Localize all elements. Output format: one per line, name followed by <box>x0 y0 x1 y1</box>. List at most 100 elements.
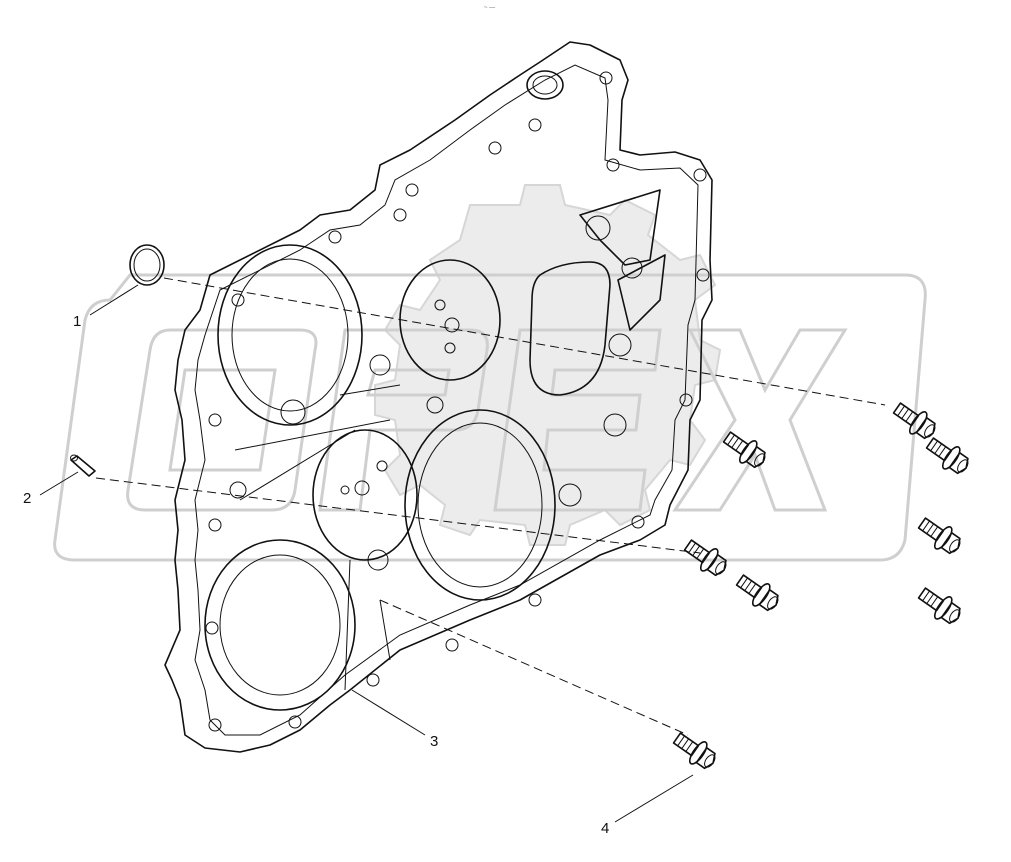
flange-bolt <box>683 539 727 577</box>
rim-hole <box>528 593 542 607</box>
rim-hole <box>631 515 645 529</box>
bolt-head <box>915 417 936 440</box>
hub-upper-hole-2 <box>444 342 456 354</box>
rim-hole <box>445 638 459 652</box>
boss <box>229 481 247 499</box>
bolt-head-face <box>949 539 961 553</box>
rim-hole <box>366 673 380 687</box>
bolt-thread <box>897 405 914 422</box>
bore-center-large-inner <box>417 422 543 588</box>
bolt-head <box>706 554 727 577</box>
filler-boss <box>526 70 564 100</box>
flange-bolt <box>917 587 961 625</box>
boss <box>558 483 582 507</box>
leader-1 <box>89 284 139 316</box>
right-window <box>529 261 611 396</box>
bore-center-large <box>404 409 556 601</box>
dowel-pin <box>70 454 96 477</box>
flange-bolt <box>722 431 766 469</box>
bolt-flange <box>688 741 708 765</box>
bolt-head <box>745 446 766 469</box>
rim-hole <box>208 413 222 427</box>
rim-hole <box>393 208 407 222</box>
flange-bolt <box>735 574 779 612</box>
bolt-head-face <box>949 609 961 623</box>
rim-hole <box>405 183 419 197</box>
hub-upper-center <box>444 317 460 333</box>
watermark-frame <box>53 273 927 562</box>
rim-hole <box>231 293 245 307</box>
callout-3: 3 <box>430 733 438 750</box>
bolt-shank <box>735 574 763 599</box>
watermark-letter-e <box>493 328 662 512</box>
bolt-flange <box>933 526 953 550</box>
callout-1: 1 <box>73 313 81 330</box>
rim-hole <box>208 718 222 732</box>
leader-4 <box>614 774 694 823</box>
hub-lower <box>312 429 418 561</box>
watermark-letter-x <box>672 328 848 512</box>
bolt-head-face <box>715 561 727 575</box>
housing-inner-rim <box>194 64 699 736</box>
boss <box>603 413 627 437</box>
rim-hole <box>528 118 542 132</box>
bolt-head <box>948 452 969 475</box>
boss <box>369 354 391 376</box>
bolt-shank <box>672 732 700 757</box>
rim-hole <box>693 168 707 182</box>
filler-boss-inner <box>532 75 558 95</box>
bolt-thread <box>922 590 939 607</box>
alignment-line-2 <box>95 477 701 554</box>
boss <box>608 333 632 357</box>
bolt-head <box>758 589 779 612</box>
bolt-flange <box>699 548 719 572</box>
right-rib-frame <box>579 189 666 331</box>
bolt-thread <box>688 542 705 559</box>
rib <box>234 384 401 691</box>
rim-hole <box>696 268 710 282</box>
flange-bolt <box>672 732 716 770</box>
flange-bolt <box>917 517 961 555</box>
bolt-thread <box>930 440 947 457</box>
rim-hole <box>328 230 342 244</box>
hub-upper-hole-1 <box>434 299 446 311</box>
leader-3 <box>351 689 426 736</box>
boss <box>367 549 389 571</box>
bolt-set <box>672 402 969 770</box>
bore-upper-left-inner <box>231 258 349 412</box>
boss <box>621 257 643 279</box>
o-ring-outer <box>129 244 165 286</box>
watermark-gear <box>374 184 722 546</box>
hub-lower-hole-1 <box>376 460 388 472</box>
bolt-head <box>940 532 961 555</box>
bolt-thread <box>740 577 757 594</box>
rim-hole <box>599 71 613 85</box>
leader-2 <box>39 471 79 496</box>
flange-bolt <box>925 437 969 475</box>
hub-lower-center <box>354 480 370 496</box>
rim-hole <box>208 518 222 532</box>
housing-outline <box>164 41 713 753</box>
bolt-head-face <box>924 424 936 438</box>
callout-4: 4 <box>601 820 609 837</box>
alignment-lines <box>95 277 886 736</box>
o-ring <box>129 244 165 286</box>
boss <box>280 399 306 425</box>
bolt-head <box>940 602 961 625</box>
bore-lower-left-inner <box>219 554 341 696</box>
bore-lower-left <box>204 539 356 711</box>
flange-bolt <box>892 402 936 440</box>
bore-upper-left <box>217 244 363 426</box>
rim-hole <box>288 715 302 729</box>
bolt-shank <box>925 437 953 462</box>
rim-hole <box>488 141 502 155</box>
rim-hole <box>679 393 693 407</box>
bolt-flange <box>751 583 771 607</box>
bolt-head-face <box>957 459 969 473</box>
bolt-head-face <box>767 596 779 610</box>
bolt-thread <box>922 520 939 537</box>
bolt-flange <box>933 596 953 620</box>
dowel-pin-end <box>70 454 78 462</box>
callout-2: 2 <box>23 490 31 507</box>
